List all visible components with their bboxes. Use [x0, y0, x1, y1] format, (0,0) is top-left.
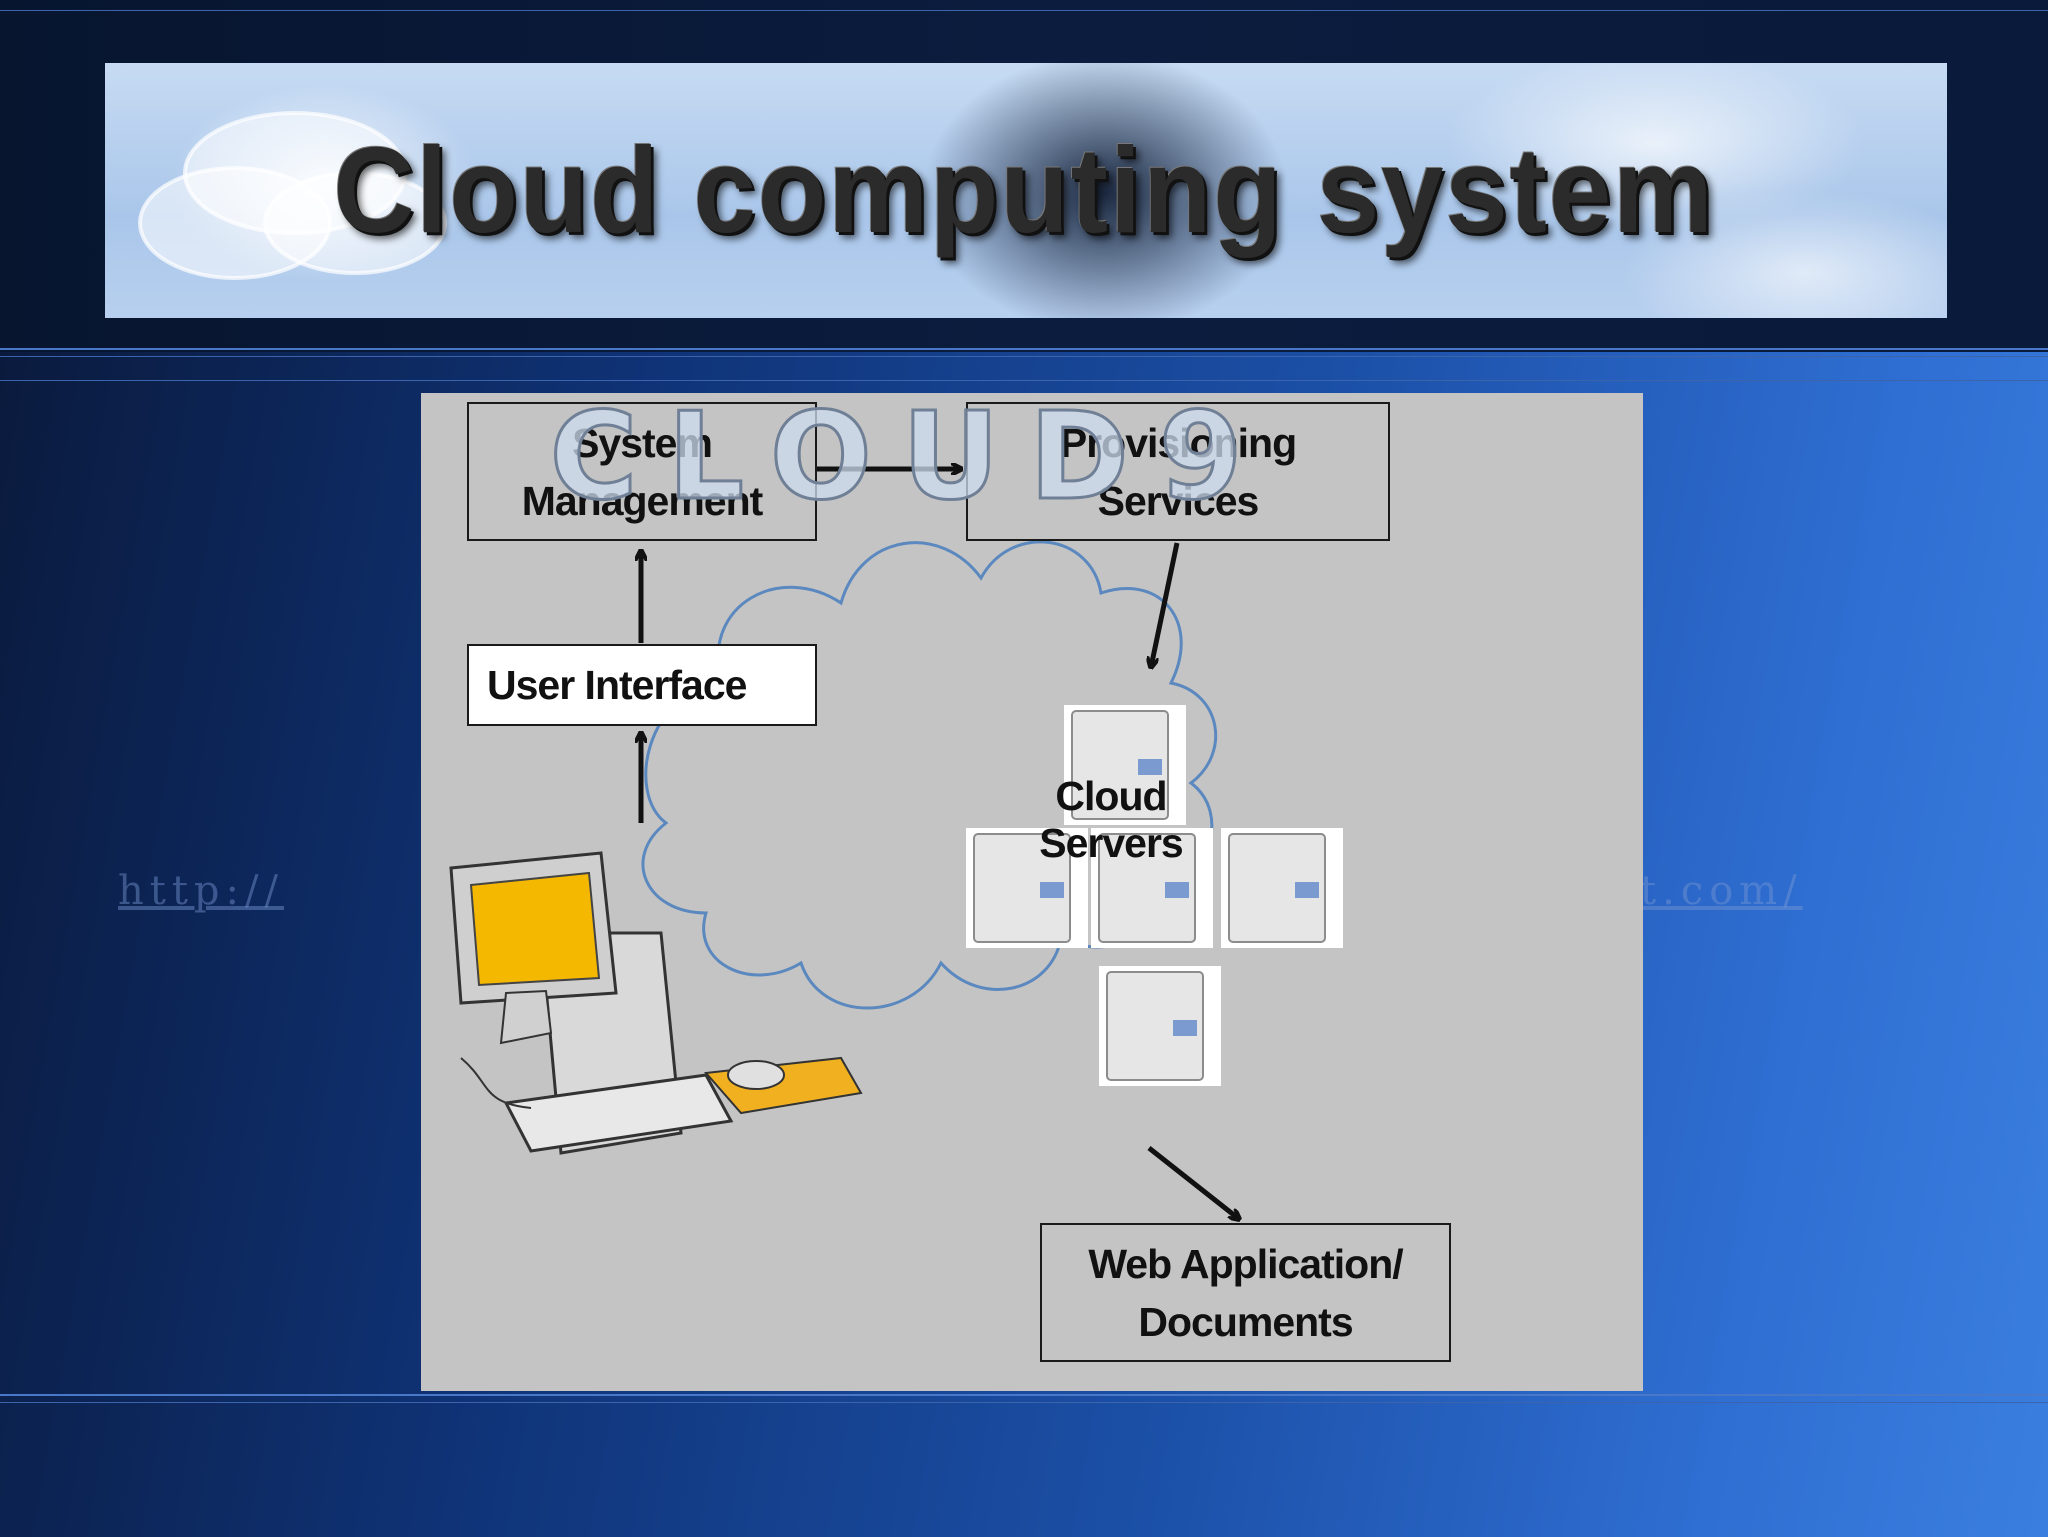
cloud-logo-icon	[138, 111, 447, 280]
web-application-label: Web Application/ Documents	[1088, 1240, 1403, 1345]
watermark-text: CLOUD9	[550, 393, 1273, 523]
title-banner	[105, 63, 1947, 318]
arrow-provisioning-to-cloud	[1151, 542, 1180, 667]
provisioning-services-box: Provisioning Services	[966, 402, 1390, 541]
cloud-shape	[641, 540, 1218, 1010]
system-management-label: System Management	[521, 419, 764, 524]
server-icon-1	[966, 828, 1088, 948]
diagram-graphics	[449, 393, 1343, 1391]
bottom-rule-thin	[0, 1402, 2048, 1403]
server-icon-bottom	[1099, 966, 1221, 1086]
ghost-url-right: t.com/	[1640, 868, 1803, 914]
provisioning-services-label: Provisioning Services	[1059, 419, 1297, 524]
desktop-computer-icon	[449, 851, 863, 1155]
bottom-rule	[0, 1394, 2048, 1396]
watermark-logo: CLOUD9	[548, 393, 1273, 523]
server-icon-2	[1091, 828, 1213, 948]
web-application-box: Web Application/ Documents	[1040, 1223, 1451, 1362]
arrow-cloud-to-web	[1147, 1146, 1239, 1219]
server-icon-3	[1221, 828, 1343, 948]
diagram-panel: System Management Provisioning Services …	[421, 393, 1643, 1391]
title-divider-thin	[0, 356, 2048, 357]
cloud-servers-label: Cloud Servers	[1039, 773, 1183, 866]
server-icon-top	[1064, 705, 1186, 825]
user-interface-label: User Interface	[487, 662, 747, 708]
title-divider	[0, 348, 2048, 350]
user-interface-box: User Interface	[467, 644, 817, 726]
top-rule	[0, 10, 2048, 11]
system-management-box: System Management	[467, 402, 817, 541]
content-rule	[0, 380, 2048, 381]
ghost-url-left: http://	[118, 868, 284, 914]
page-title: Cloud computing system	[333, 122, 1715, 258]
